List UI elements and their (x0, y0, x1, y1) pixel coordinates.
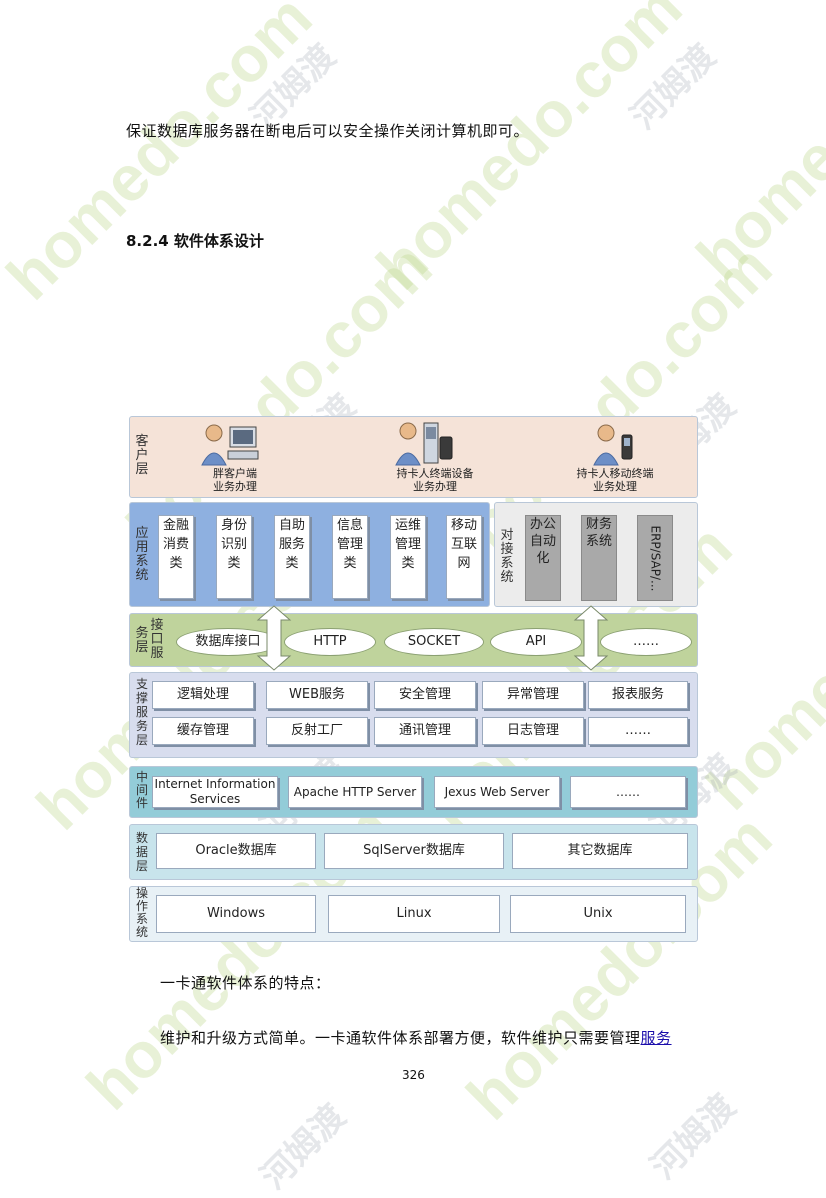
watermark-text: 河姆渡 (253, 1096, 354, 1198)
layer-label: 客户层 (135, 434, 149, 477)
maintenance-text: 维护和升级方式简单。一卡通软件体系部署方便，软件维护只需要管理 (160, 1029, 641, 1047)
layer-label: 务层 (135, 626, 149, 655)
support-layer: 支撑服务层 逻辑处理 WEB服务 安全管理 异常管理 报表服务 缓存管理 反射工… (129, 672, 698, 758)
double-arrow-icon (256, 605, 292, 671)
layer-label: 对接系统 (500, 528, 514, 585)
layer-label: 应用系统 (135, 526, 149, 583)
watermark-text: homedo.com (692, 490, 826, 824)
support-card: 报表服务 (588, 681, 688, 709)
os-card: Linux (328, 895, 500, 933)
client-item-line: 胖客户端 (213, 467, 257, 480)
dock-card: 办公自动化 (525, 515, 561, 601)
client-item-line: 持卡人终端设备 (396, 467, 474, 480)
support-card: 异常管理 (482, 681, 584, 709)
support-card: …… (588, 717, 688, 745)
support-card: 通讯管理 (374, 717, 476, 745)
interface-pill: 数据库接口 (176, 628, 280, 656)
db-card: Oracle数据库 (156, 833, 316, 869)
client-item-line: 业务办理 (213, 480, 257, 493)
layer-label: 操作系统 (135, 886, 148, 939)
client-item: 持卡人移动终端 业务处理 (560, 467, 670, 493)
app-card: 移动互联网 (446, 515, 482, 599)
dock-card: ERP/SAP/... (637, 515, 673, 601)
app-card: 运维管理类 (390, 515, 426, 599)
dock-layer: 对接系统 办公自动化 财务系统 ERP/SAP/... (494, 502, 698, 607)
app-card: 自助服务类 (274, 515, 310, 599)
client-item: 持卡人终端设备 业务办理 (375, 467, 495, 493)
service-link[interactable]: 服务 (640, 1029, 672, 1047)
middleware-card: Apache HTTP Server (288, 776, 422, 808)
data-layer: 数据层 Oracle数据库 SqlServer数据库 其它数据库 (129, 824, 698, 880)
page-number: 326 (402, 1068, 425, 1082)
dock-card: 财务系统 (581, 515, 617, 601)
interface-layer: 务层 接口服 数据库接口 HTTP SOCKET API …… (129, 613, 698, 667)
support-card: 反射工厂 (266, 717, 368, 745)
app-layer: 应用系统 金融消费类 身份识别类 自助服务类 信息管理类 运维管理类 移动互联网 (129, 502, 490, 607)
client-item: 胖客户端 业务办理 (190, 467, 280, 493)
os-layer: 操作系统 Windows Linux Unix (129, 886, 698, 942)
layer-label: 数据层 (135, 831, 148, 873)
terminal-user-icon (395, 422, 453, 466)
layer-label: 支撑服务层 (135, 677, 148, 747)
intro-paragraph: 保证数据库服务器在断电后可以安全操作关闭计算机即可。 (126, 122, 530, 140)
support-card: 日志管理 (482, 717, 584, 745)
watermark-text: homedo.com (0, 0, 326, 314)
app-card: 信息管理类 (332, 515, 368, 599)
app-card: 身份识别类 (216, 515, 252, 599)
double-arrow-icon (573, 605, 609, 671)
app-card: 金融消费类 (158, 515, 194, 599)
watermark-text: homedo.com (682, 0, 826, 294)
features-title: 一卡通软件体系的特点： (160, 974, 331, 992)
os-card: Unix (510, 895, 686, 933)
maintenance-paragraph: 维护和升级方式简单。一卡通软件体系部署方便，软件维护只需要管理服务 (160, 1027, 672, 1048)
client-item-line: 业务处理 (593, 480, 637, 493)
support-card: 缓存管理 (152, 717, 254, 745)
section-heading: 8.2.4 软件体系设计 (126, 232, 264, 250)
mobile-user-icon (593, 424, 633, 466)
db-card: 其它数据库 (512, 833, 688, 869)
interface-pill: …… (600, 628, 692, 656)
interface-pill: SOCKET (384, 628, 484, 656)
layer-label: 接口服 (150, 618, 164, 661)
interface-pill: API (490, 628, 582, 656)
middleware-card: Internet Information Services (152, 776, 278, 808)
support-card: 逻辑处理 (152, 681, 254, 709)
desktop-user-icon (201, 424, 259, 466)
client-item-line: 业务办理 (413, 480, 457, 493)
client-layer: 客户层 胖客户端 业务办理 持卡人终端设备 业务办理 (129, 416, 698, 498)
support-card: 安全管理 (374, 681, 476, 709)
watermark-text: 河姆渡 (643, 1086, 744, 1188)
watermark-text: homedo.com (362, 0, 696, 304)
db-card: SqlServer数据库 (324, 833, 504, 869)
interface-pill: HTTP (284, 628, 376, 656)
layer-label: 中间件 (135, 770, 148, 810)
support-card: WEB服务 (266, 681, 368, 709)
os-card: Windows (156, 895, 316, 933)
middleware-card: Jexus Web Server (434, 776, 560, 808)
middleware-card: …… (570, 776, 686, 808)
watermark-text: 河姆渡 (623, 36, 724, 138)
middleware-layer: 中间件 Internet Information Services Apache… (129, 766, 698, 818)
client-item-line: 持卡人移动终端 (576, 467, 654, 480)
dock-card-text: ERP/SAP/... (648, 525, 663, 592)
